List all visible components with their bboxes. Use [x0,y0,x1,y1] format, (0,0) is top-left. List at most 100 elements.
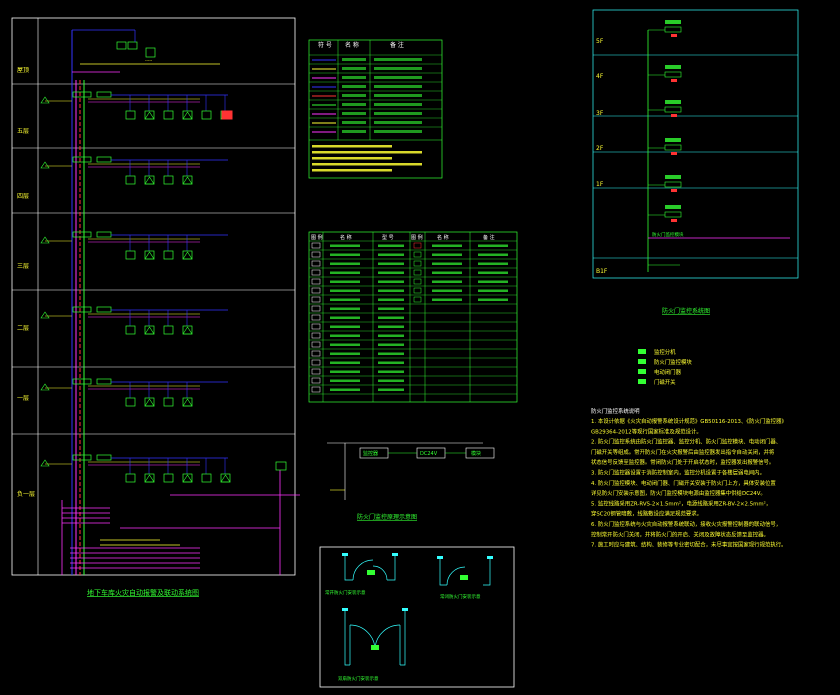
notes-title: 防火门监控系统说明 [591,407,640,415]
legend-symbol-icon [311,314,321,321]
legend-symbol-icon [311,332,321,339]
legend-symbol-icon [311,350,321,357]
legend-symbol-icon [311,386,321,393]
legend-symbol-icon [311,341,321,348]
manual-alarm-icon [40,161,50,169]
legend-header-model: 型 号 [382,234,394,241]
door-riser-row [648,175,682,192]
door-label-1: 常开防火门安装示意 [325,589,366,596]
detector-icon [201,110,212,120]
legend-symbol-icon [311,296,321,303]
floor-device-row [40,231,228,260]
detector-icon [163,397,174,407]
door-riser-branch: 防火门监控模块 [652,231,684,238]
notes-line: 7. 施工时应与建筑、结构、装修等专业密切配合，未尽事宜按国家现行规范执行。 [591,541,787,549]
door-riser-row [648,138,682,155]
detector-icon [125,250,136,260]
detector-icon [163,473,174,483]
detector-icon [201,473,212,483]
legend-symbol-icon [311,305,321,312]
legend-top-header-symbol: 符 号 [318,41,332,49]
door-floor-4f: 4F [596,73,604,80]
detector-icon [163,325,174,335]
control-detail: 监控器 DC24V 模块 防火门监控原理示意图 [327,442,495,521]
legend-header-symbol: 图 例 [311,234,323,241]
floor-device-row [40,91,233,120]
door-riser-caption: 防火门监控系统图 [662,307,710,315]
legend-table: 图 例 名 称 型 号 图 例 名 称 备 注 [308,231,518,403]
manual-alarm-icon [40,311,50,319]
door-install-detail: 常开防火门安装示意 常闭防火门安装示意 双扇防火门安装示意 [319,546,515,688]
legend-symbol-icon [311,260,321,267]
floor-label-b1: 负一层 [17,490,35,498]
floor-label-2: 二层 [17,325,29,332]
notes-line: GB29364-2012等现行国家标准及规范设计。 [591,427,702,435]
door-riser-row [648,205,682,222]
legend-symbol-icon [311,287,321,294]
notes-line: 1. 本设计依据《火灾自动报警系统设计规范》GB50116-2013、《防火门监… [591,417,787,425]
detector-icon [163,175,174,185]
notes-legend-2: 防火门监控模块 [654,358,692,366]
legend-top-header-note: 备 注 [390,41,404,49]
notes-line: 控制常开防火门关闭，并将防火门的开启、关闭及故障状态反馈至监控器。 [591,530,769,538]
legend-symbol-icon [311,323,321,330]
detail-caption: 防火门监控原理示意图 [357,513,417,521]
notes-line: 穿SC20钢管暗敷，线路敷设应满足规范要求。 [591,510,702,518]
legend-symbol-icon [311,377,321,384]
door-floor-2f: 2F [596,145,604,152]
legend-symbol-icon [311,251,321,258]
legend-header-note: 备 注 [483,234,495,241]
manual-alarm-icon [40,383,50,391]
notes-legend: 监控分机 防火门监控模块 电动闭门器 门磁开关 [638,348,692,386]
door-floor-5f: 5F [596,38,604,45]
floor-label-roof: 屋顶 [17,67,29,74]
door-floor-b1f: B1F [596,268,608,275]
detector-icon [125,110,136,120]
floor-device-row [40,156,228,185]
legend-top-header-name: 名 称 [345,41,359,49]
floor-device-row [40,454,231,483]
notes-line: 3. 防火门监控器设置于消防控制室内，监控分机设置于各楼层弱电间内。 [591,469,765,477]
manual-alarm-icon [40,236,50,244]
notes-block: 监控分机 防火门监控模块 电动闭门器 门磁开关 防火门监控系统说明 1. 本设计… [591,348,787,549]
floor-device-row [40,306,228,335]
legend-symbol-icon [311,278,321,285]
legend-symbol-icon [311,242,321,249]
legend-header-name2: 名 称 [437,234,449,241]
detector-icon [125,325,136,335]
notes-legend-1: 监控分机 [654,348,676,356]
floor-device-row [40,378,228,407]
floor-label-3: 三层 [17,263,29,270]
floor-label-5: 五层 [17,128,29,135]
detector-icon [125,175,136,185]
detector-icon [163,250,174,260]
floor-label-1: 一层 [17,395,29,402]
door-floor-1f: 1F [596,181,604,188]
notes-line: 6. 防火门监控系统与火灾自动报警系统联动，接收火灾报警控制器的联动信号， [591,520,781,528]
door-floor-3f: 3F [596,110,604,117]
legend-symbol-icon [311,359,321,366]
notes-line: 4. 防火门监控模块、电动闭门器、门磁开关安装于防火门上方，具体安装位置 [591,479,776,487]
detector-icon [125,397,136,407]
legend-symbol-icon [311,368,321,375]
manual-alarm-icon [40,96,50,104]
detector-icon [125,473,136,483]
detail-node-3: 模块 [471,450,481,457]
notes-line: 详见防火门安装示意图，防火门监控模块电源由监控器集中供给DC24V。 [591,489,766,497]
notes-line: 状态信号反馈至监控器。常闭防火门处于开启状态时，监控器发出报警信号。 [591,458,774,466]
door-riser: 5F 4F 3F 2F 1F B1F 防火门监控模块 防火门监控系统图 [592,9,799,315]
legend-header-symbol2: 图 例 [411,234,423,241]
fire-alarm-riser: 屋顶 五层 四层 三层 二层 一层 负一层 ----- [11,17,300,597]
notes-legend-4: 门磁开关 [654,378,676,386]
legend-header-name: 名 称 [340,234,352,241]
svg-text:-----: ----- [145,58,153,63]
notes-line: 门磁开关等组成。常开防火门在火灾报警后由监控器发出指令自动关闭，并将 [591,448,775,456]
detail-node-2: DC24V [420,451,438,457]
notes-line: 5. 监控线路采用ZR-RVS-2×1.5mm²，电源线路采用ZR-BV-2×2… [591,499,771,507]
door-riser-row [648,100,682,117]
door-riser-row [648,20,682,37]
notes-legend-3: 电动闭门器 [654,368,682,376]
floor-label-4: 四层 [17,193,29,200]
legend-symbol-icon [311,269,321,276]
